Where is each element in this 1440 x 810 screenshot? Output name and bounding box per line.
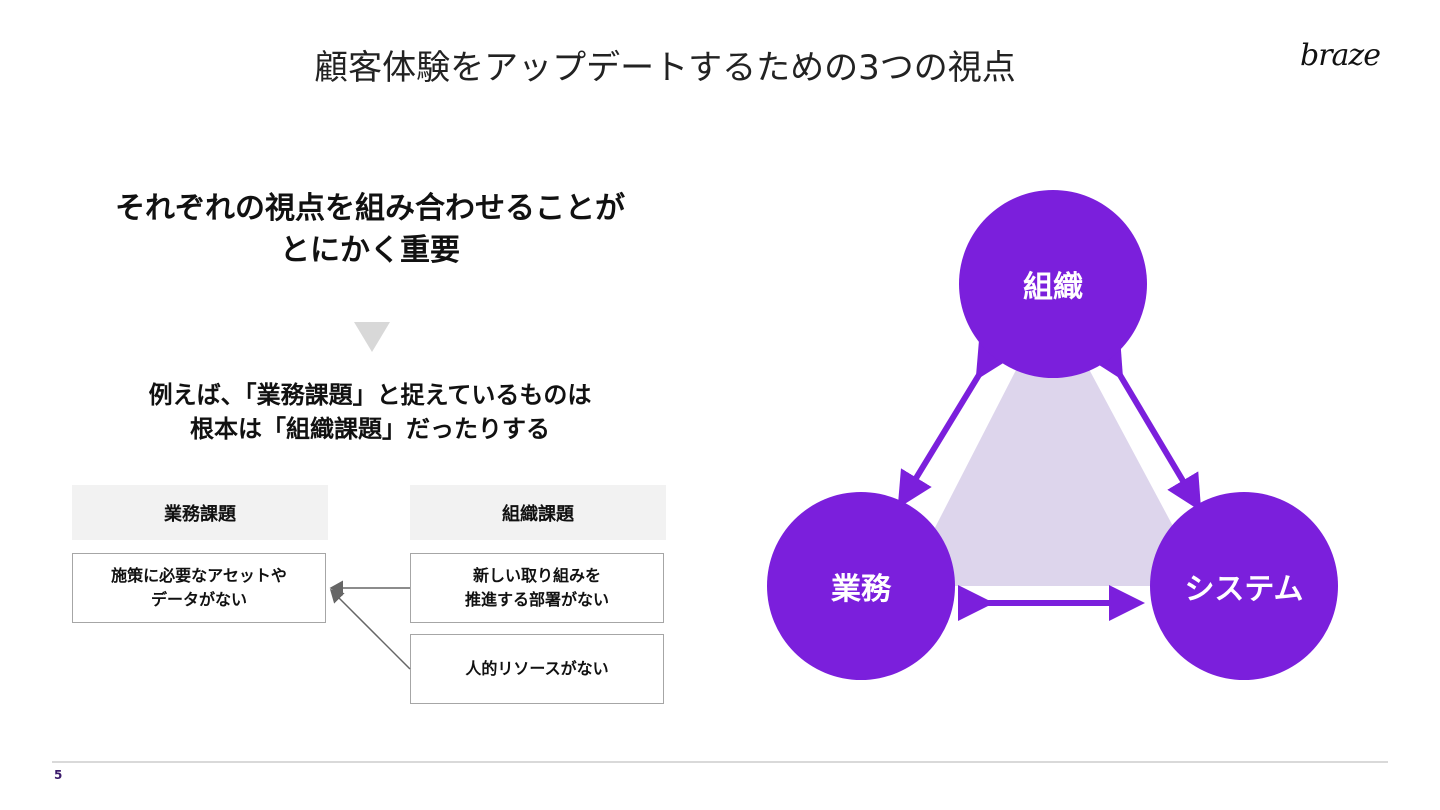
node-organization: 組織 xyxy=(959,190,1147,378)
node-business: 業務 xyxy=(767,492,955,680)
headline-line-2: とにかく重要 xyxy=(280,233,460,268)
business-issue-item: 施策に必要なアセットや データがない xyxy=(72,553,326,623)
subheading-line-1: 例えば、「業務課題」と捉えているものは xyxy=(148,381,592,409)
braze-logo: braze xyxy=(1300,38,1381,73)
subheading-line-2: 根本は「組織課題」だったりする xyxy=(190,415,550,443)
organization-issue-item: 人的リソースがない xyxy=(410,634,664,704)
slide-title: 顧客体験をアップデートするための3つの視点 xyxy=(314,48,1016,88)
column-header-organization-issues: 組織課題 xyxy=(410,485,666,540)
column-header-business-issues: 業務課題 xyxy=(72,485,328,540)
organization-issue-item: 新しい取り組みを 推進する部署がない xyxy=(410,553,664,623)
subheading: 例えば、「業務課題」と捉えているものは 根本は「組織課題」だったりする xyxy=(60,378,680,446)
headline: それぞれの視点を組み合わせることが とにかく重要 xyxy=(60,188,680,272)
arrow-organization-business xyxy=(897,340,1010,509)
page-number: 5 xyxy=(54,768,63,782)
down-triangle-icon xyxy=(354,322,390,352)
footer-divider xyxy=(52,761,1388,763)
node-system: システム xyxy=(1150,492,1338,680)
arrow-organization-system xyxy=(1089,340,1202,512)
headline-line-1: それぞれの視点を組み合わせることが xyxy=(115,191,625,226)
background-triangle xyxy=(905,300,1205,586)
